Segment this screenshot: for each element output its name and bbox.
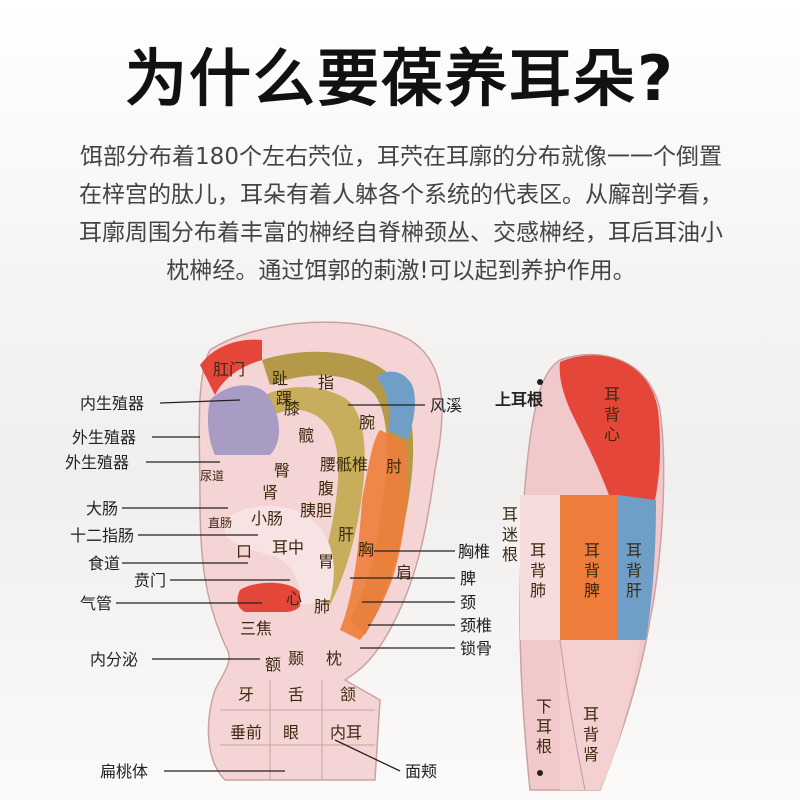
region-niaodao: 尿道 — [200, 469, 224, 483]
back-region-xiaergen-1: 下 — [536, 697, 552, 716]
back-region-pi-1: 耳 — [584, 541, 600, 560]
region-nie: 颞 — [288, 649, 304, 668]
region-yidan: 胰胆 — [300, 501, 332, 520]
label-waishengzhiqi-2: 外生殖器 — [65, 453, 129, 472]
intro-paragraph: 饵部分布着180个左右茓位，耳茓在耳廓的分布就像一一个倒置在梓宫的肽儿，耳朵有着… — [79, 144, 723, 284]
region-xi: 膝 — [284, 399, 300, 418]
region-chuiqian: 垂前 — [230, 723, 262, 742]
label-shidao: 食道 — [88, 554, 120, 573]
back-region-shen-3: 肾 — [583, 745, 599, 764]
back-region-mizhen-2: 迷 — [502, 525, 518, 544]
region-ya: 牙 — [238, 685, 254, 704]
label-qiguan: 气管 — [80, 594, 112, 613]
region-fu: 腹 — [318, 479, 334, 498]
back-region-gan-3: 肝 — [626, 581, 642, 600]
region-she: 舌 — [288, 685, 304, 704]
page-title: 为什么要葆养耳朵? — [125, 42, 675, 115]
label-dachang: 大肠 — [86, 499, 118, 518]
concha-light-region — [225, 505, 334, 605]
back-spleen-orange — [560, 495, 618, 640]
region-fei: 肺 — [314, 597, 330, 616]
right-callouts: 风溪 胸椎 脾 颈 颈椎 锁骨 面颊 — [334, 396, 492, 781]
back-region-fei-1: 耳 — [530, 541, 546, 560]
region-huai: 踝 — [276, 389, 292, 408]
label-shangergen: 上耳根 — [495, 390, 543, 409]
region-gan: 肝 — [338, 525, 354, 544]
region-kou: 口 — [236, 542, 252, 561]
region-zhichang: 直肠 — [208, 516, 232, 530]
back-region-pi-3: 脾 — [584, 581, 600, 600]
region-erzhong: 耳中 — [272, 538, 304, 557]
purple-region — [207, 385, 280, 455]
region-han: 颔 — [340, 685, 356, 704]
label-xiongzhui: 胸椎 — [458, 542, 490, 561]
label-biantaoti: 扁桃体 — [100, 762, 148, 781]
back-region-xiaergen-3: 根 — [536, 737, 552, 756]
region-xiong: 胸 — [358, 540, 374, 559]
region-xin: 心 — [286, 589, 302, 608]
region-zhi-finger: 指 — [318, 373, 334, 392]
back-region-mizhen-3: 根 — [502, 545, 518, 564]
region-wei: 胃 — [318, 552, 334, 571]
back-region-xin-1: 耳 — [604, 385, 620, 404]
label-fengxi: 风溪 — [430, 396, 462, 415]
helix-red-region — [200, 339, 262, 395]
back-region-gan-1: 耳 — [626, 541, 642, 560]
region-kuan: 髋 — [298, 426, 314, 445]
orange-region — [340, 430, 409, 640]
back-region-mizhen-1: 耳 — [502, 505, 518, 524]
region-zhou: 肘 — [386, 457, 402, 476]
region-zhen: 枕 — [326, 649, 342, 668]
label-jingzhui: 颈椎 — [460, 616, 492, 635]
left-callouts: 内生殖器 外生殖器 外生殖器 大肠 十二指肠 食道 贲门 气管 内分泌 扁桃体 — [65, 394, 290, 781]
label-pi: 脾 — [460, 569, 476, 588]
heart-red-region — [237, 582, 302, 612]
region-gangmen: 肛门 — [213, 360, 245, 379]
region-e: 额 — [265, 655, 281, 674]
region-neier: 内耳 — [330, 723, 362, 742]
back-kidney-region — [560, 640, 640, 790]
region-tun: 臀 — [274, 461, 290, 480]
back-region-xiaergen-2: 耳 — [536, 717, 552, 736]
back-region-shen-2: 背 — [583, 725, 599, 744]
region-wan: 腕 — [359, 413, 375, 432]
back-region-gan-2: 背 — [626, 561, 642, 580]
label-neifenmi: 内分泌 — [90, 650, 138, 669]
back-divider — [559, 639, 586, 791]
back-region-xin-3: 心 — [604, 425, 620, 444]
label-neishengzhiqi: 内生殖器 — [80, 394, 144, 413]
region-yaodizhui: 腰骶椎 — [320, 455, 368, 474]
back-region-fei-3: 肺 — [530, 581, 546, 600]
region-sanjiao: 三焦 — [240, 619, 272, 638]
back-region-shen-1: 耳 — [583, 705, 599, 724]
back-region-pi-2: 背 — [584, 561, 600, 580]
back-liver-blue — [618, 495, 656, 640]
label-waishengzhiqi-1: 外生殖器 — [72, 428, 136, 447]
front-ear: 肛门 趾 指 踝 膝 腕 髋 臀 腰骶椎 肘 尿道 肾 腹 直肠 小肠 胰胆 肝… — [198, 321, 443, 781]
back-region-xin-2: 背 — [604, 405, 620, 424]
region-yan: 眼 — [283, 723, 299, 742]
region-zhi-toe: 趾 — [272, 369, 288, 388]
label-shierzhichang: 十二指肠 — [70, 526, 134, 545]
label-benmen: 贲门 — [134, 571, 166, 590]
label-jing: 颈 — [460, 593, 476, 612]
back-region-fei-2: 背 — [530, 561, 546, 580]
back-ear: 上耳根 耳 背 心 耳 迷 根 耳 背 肺 耳 背 脾 耳 背 肝 下 耳 根 … — [495, 353, 665, 791]
fengxi-blue-region — [378, 371, 415, 440]
label-mianjia: 面颊 — [405, 762, 437, 781]
antihelix-olive-inner — [232, 386, 365, 605]
label-suogu: 锁骨 — [460, 639, 492, 658]
region-shen: 肾 — [262, 483, 278, 502]
back-heart-red — [559, 355, 661, 500]
region-xiaochang: 小肠 — [251, 509, 283, 528]
back-lung-region — [520, 495, 560, 640]
region-jian: 肩 — [396, 563, 412, 582]
lobule-grid — [220, 680, 375, 780]
